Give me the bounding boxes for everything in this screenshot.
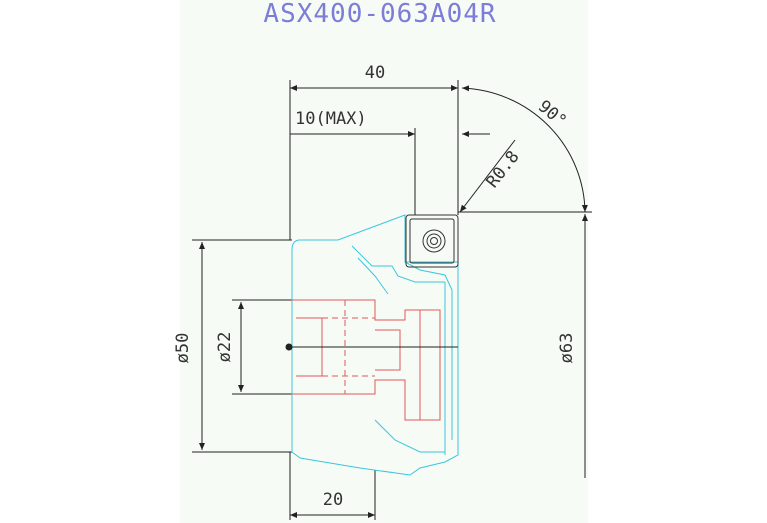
drawing-title: ASX400-063A04R [263, 0, 496, 29]
dim-label-length: 40 [365, 63, 385, 83]
dim-bore-depth: 20 [289, 452, 376, 520]
dim-label-radius: R0.8 [483, 147, 524, 192]
insert [405, 214, 459, 268]
dim-label-bore-diameter: ø22 [215, 332, 235, 363]
center-point-icon [285, 343, 293, 351]
centerline [285, 343, 458, 351]
dim-label-body-diameter: ø50 [173, 333, 193, 364]
dim-angle-90: 90° [461, 85, 588, 213]
dim-corner-radius: R0.8 [459, 131, 524, 213]
dim-label-max-depth: 10(MAX) [295, 109, 367, 129]
dim-body-diameter: ø50 [173, 239, 292, 453]
bore-features [292, 299, 441, 421]
cutter-body-outline [291, 214, 459, 476]
dim-bore-diameter: ø22 [215, 299, 296, 395]
dim-max-depth: 10(MAX) [290, 109, 416, 215]
dim-label-angle: 90° [534, 97, 570, 132]
dim-cutting-diameter: ø63 [458, 211, 592, 478]
dim-label-bore-depth: 20 [323, 490, 343, 510]
dim-label-cutting-diameter: ø63 [557, 333, 577, 364]
insert-screw-icon [422, 229, 446, 253]
dim-length-40: 40 [289, 63, 459, 240]
